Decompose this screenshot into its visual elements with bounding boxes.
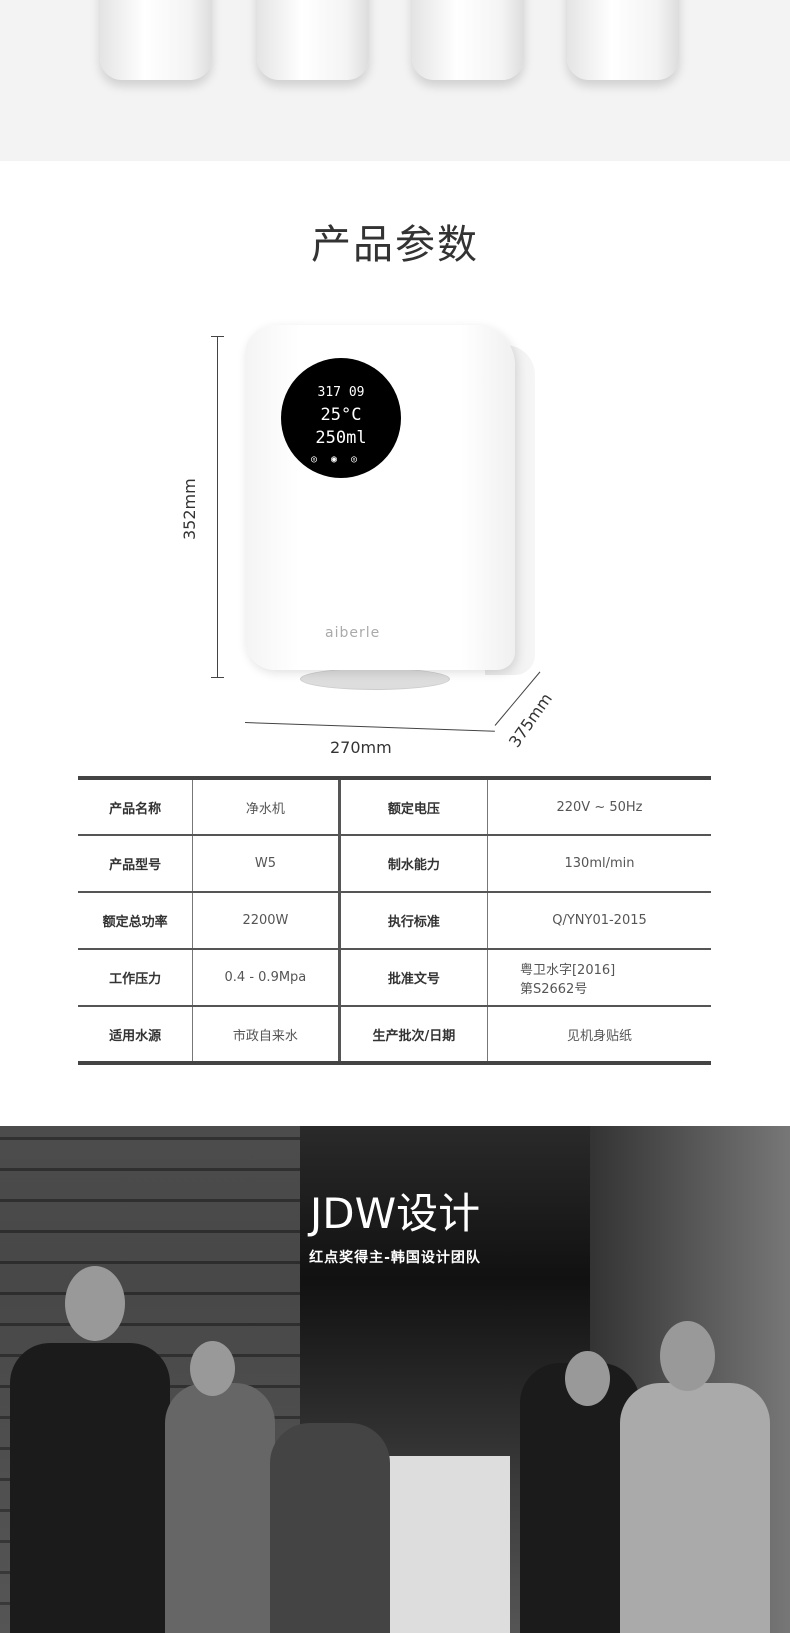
person-head [565,1351,610,1406]
spec-label: 产品名称 [78,778,193,836]
person-head [65,1266,125,1341]
device-body: 317 09 25°C 250ml ◎◉◎ aiberle [245,325,515,670]
person-head [660,1321,715,1391]
spec-label: 额定总功率 [78,892,193,950]
brand-logo: aiberle [325,625,381,641]
height-dimension-line [211,336,224,678]
display-temperature: 25°C [320,405,362,425]
product-image: 317 09 25°C 250ml ◎◉◎ aiberle [245,325,541,690]
display-readout: 317 09 [317,385,365,400]
spec-value: 市政自来水 [192,1006,340,1064]
display-icons: ◎◉◎ [310,454,372,465]
spec-value: W5 [192,835,340,893]
spec-label: 制水能力 [337,835,488,893]
spec-label: 适用水源 [78,1006,193,1064]
spec-label: 批准文号 [337,949,488,1007]
corridor-light [380,1456,510,1633]
team-subtitle: 红点奖得主-韩国设计团队 [309,1250,481,1266]
person [10,1343,170,1633]
width-label: 270mm [330,738,392,757]
team-title: JDW设计 [309,1189,481,1238]
filter-cup [567,0,679,80]
spec-row: 适用水源市政自来水生产批次/日期见机身贴纸 [78,1006,711,1064]
person-head [190,1341,235,1396]
spec-value: 0.4 - 0.9Mpa [192,949,340,1007]
depth-label: 375mm [505,689,556,751]
spec-label: 额定电压 [337,778,488,836]
spec-label: 产品型号 [78,835,193,893]
spec-value: 净水机 [192,778,340,836]
spec-value: 130ml/min [486,835,711,893]
spec-value: 见机身贴纸 [486,1006,711,1064]
spec-value: Q/YNY01-2015 [486,892,711,950]
height-label: 352mm [180,478,199,540]
display-volume: 250ml [315,428,367,448]
filter-cup [257,0,369,80]
filter-cup [100,0,212,80]
team-photo [0,1126,790,1633]
spec-label: 生产批次/日期 [337,1006,488,1064]
filter-cups-banner [0,0,790,161]
spec-value: 220V ~ 50Hz [486,778,711,836]
section-title: 产品参数 [311,222,479,268]
drip-tray [300,668,450,690]
person [165,1383,275,1633]
spec-label: 工作压力 [78,949,193,1007]
filter-cup [412,0,524,80]
spec-value: 2200W [192,892,340,950]
spec-label: 执行标准 [337,892,488,950]
spec-value: 粤卫水字[2016] 第S2662号 [486,949,711,1007]
width-dimension-line [244,722,495,732]
control-display: 317 09 25°C 250ml ◎◉◎ [281,358,401,478]
person [620,1383,770,1633]
person [270,1423,390,1633]
